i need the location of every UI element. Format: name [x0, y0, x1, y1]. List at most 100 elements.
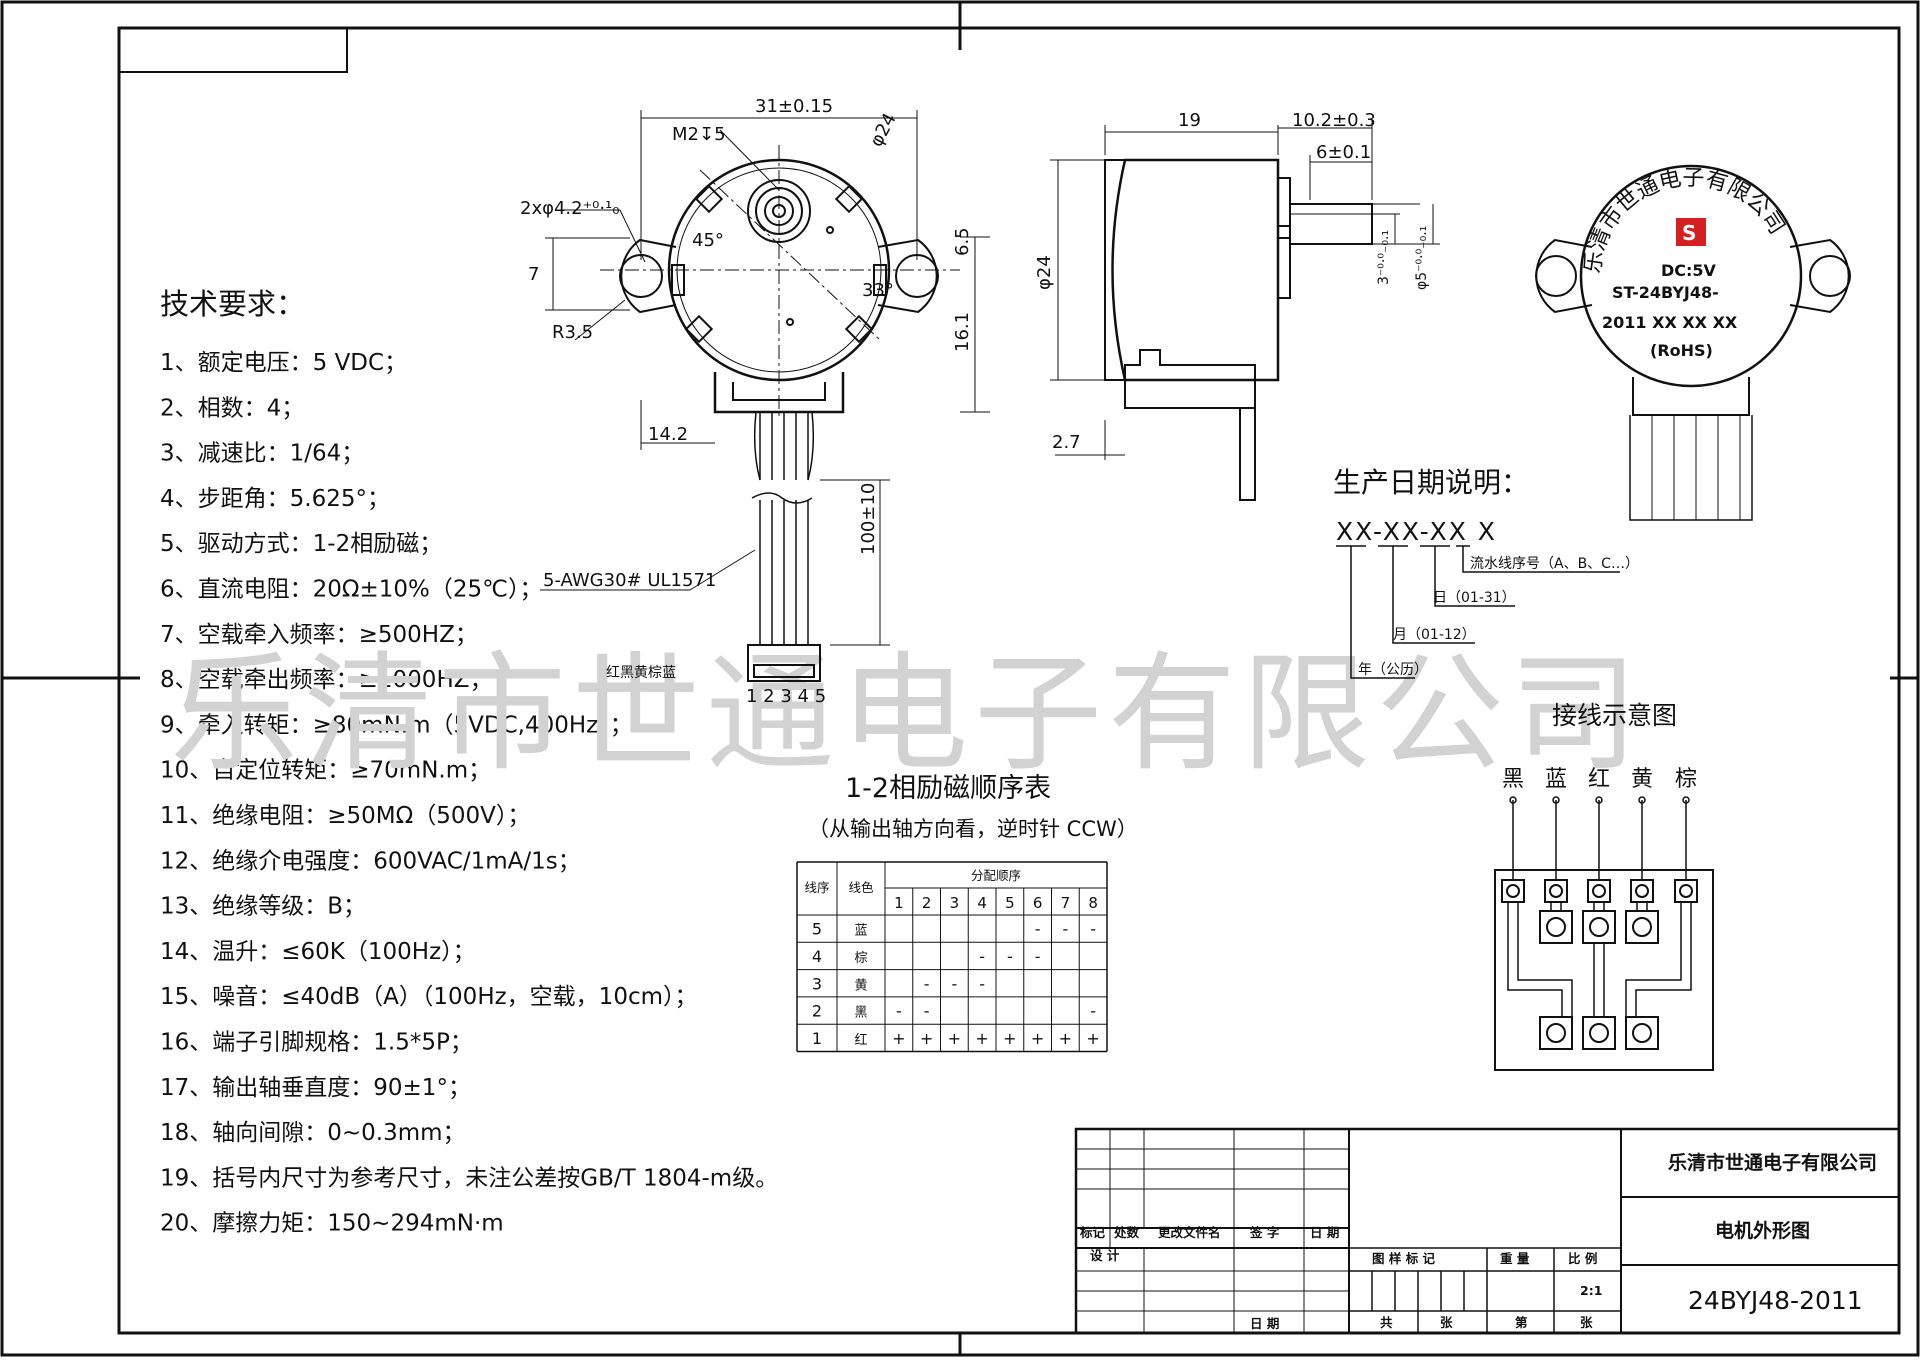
sequence-title: 1-2相励磁顺序表 [845, 773, 1051, 804]
requirement-item: 5、驱动方式：1-2相励磁； [160, 531, 442, 557]
wire-color-label: 红 [1588, 767, 1610, 792]
tb-no: 第 [1515, 1315, 1528, 1330]
table-cell: + [948, 1029, 961, 1048]
table-cell: + [975, 1029, 988, 1048]
company-logo-mark: S [1682, 221, 1696, 245]
requirement-item: 7、空载牵入频率：≥500HZ； [160, 622, 478, 648]
tb-sheet1: 张 [1440, 1315, 1453, 1330]
table-cell: - [924, 1002, 930, 1021]
company-logo [1676, 218, 1706, 246]
table-row-line: 1 [812, 1029, 822, 1048]
table-cell: - [979, 974, 985, 993]
tb-design: 设 计 [1090, 1248, 1120, 1263]
label-date: 2011 XX XX XX [1602, 313, 1738, 332]
label-view: 乐清市世通电子有限公司 S DC:5V ST-24BYJ48- 2011 XX … [1535, 164, 1851, 521]
table-step-number: 8 [1088, 894, 1098, 912]
date-code: XX-XX-XX X [1336, 517, 1497, 546]
motor-side-body [1111, 158, 1280, 382]
output-shaft-side [1289, 203, 1373, 245]
table-row-color: 蓝 [854, 924, 867, 939]
tb-doc: 更改文件名 [1158, 1225, 1221, 1240]
requirement-item: 3、减速比：1/64； [160, 441, 364, 467]
dim-6-5: 6.5 [952, 227, 973, 256]
table-cell: - [1035, 920, 1041, 939]
table-cell: - [979, 947, 985, 966]
dim-phi24-front: φ24 [866, 110, 901, 151]
table-header-dist: 分配顺序 [971, 868, 1021, 883]
requirement-item: 1、额定电压：5 VDC； [160, 350, 407, 376]
wire-color-label: 棕 [1675, 767, 1697, 792]
tb-sheet2: 张 [1580, 1315, 1593, 1330]
wiring-title: 接线示意图 [1552, 701, 1677, 730]
mount-hole-left [619, 254, 663, 298]
requirement-item: 8、空载牵出频率：≥1000HZ； [160, 667, 493, 693]
tb-total: 共 [1380, 1315, 1393, 1330]
requirement-item: 20、摩擦力矩：150~294mN·m [160, 1211, 504, 1237]
date-explanation: 生产日期说明： XX-XX-XX X 流水线序号（A、B、C…） 日（01-31… [1333, 466, 1639, 679]
requirement-item: 18、轴向间隙：0~0.3mm； [160, 1120, 466, 1146]
wire-color-label: 黄 [1631, 767, 1653, 792]
requirement-item: 11、绝缘电阻：≥50MΩ（500V）； [160, 803, 530, 829]
dim-7: 7 [528, 264, 539, 285]
tb-count: 处数 [1113, 1225, 1140, 1240]
tb-sign: 签 字 [1249, 1225, 1279, 1240]
pin-numbers: 1 2 3 4 5 [746, 686, 826, 707]
label-body-circle [1579, 164, 1803, 388]
table-cell: - [951, 974, 957, 993]
table-cell: - [1090, 1002, 1096, 1021]
dim-lead-100: 100±10 [858, 483, 879, 555]
date-year: 年（公历） [1358, 662, 1428, 678]
technical-requirements: 技术要求： 1、额定电压：5 VDC；2、相数：4；3、减速比：1/64；4、步… [160, 287, 778, 1237]
tb-drawing-name: 电机外形图 [1715, 1219, 1810, 1242]
mount-hole-right [895, 254, 939, 298]
wire-colors: 红黑黄棕蓝 [606, 664, 676, 681]
side-view: 19 10.2±0.3 6±0.1 φ24 3⁻⁰·⁰₋₀.₁ φ5⁻⁰·⁰₋₀… [1034, 110, 1440, 501]
tb-drawing-no: 24BYJ48-2011 [1688, 1286, 1863, 1315]
table-row-line: 3 [812, 974, 822, 993]
wire-color-label: 黑 [1502, 767, 1524, 792]
table-row-line: 5 [812, 920, 822, 939]
label-rohs: (RoHS) [1650, 341, 1713, 360]
table-cell: + [1031, 1029, 1044, 1048]
table-step-number: 4 [977, 894, 987, 912]
table-header-color: 线色 [848, 880, 874, 895]
cable-spec: 5-AWG30# UL1571 [543, 570, 716, 591]
requirement-item: 6、直流电阻：20Ω±10%（25℃）； [160, 577, 542, 603]
requirement-item: 9、牵入转矩：≥80mN.m（5VDC,400Hz）； [160, 712, 633, 738]
tb-scale-label: 比 例 [1568, 1251, 1597, 1266]
wire-color-label: 蓝 [1545, 767, 1567, 792]
table-cell: + [892, 1029, 905, 1048]
tb-company: 乐清市世通电子有限公司 [1668, 1151, 1877, 1174]
dim-angle-33: 33° [862, 280, 894, 301]
wiring-diagram: 接线示意图 黑蓝红黄棕 [1494, 701, 1714, 1071]
sequence-subtitle: （从输出轴方向看，逆时针 CCW） [808, 817, 1138, 841]
tb-date: 日 期 [1310, 1225, 1339, 1240]
table-row-line: 2 [812, 1002, 822, 1021]
dim-width-31: 31±0.15 [755, 96, 833, 117]
table-cell: + [1059, 1029, 1072, 1048]
label-voltage: DC:5V [1661, 261, 1717, 280]
label-model: ST-24BYJ48- [1612, 283, 1719, 302]
table-cell: - [1035, 947, 1041, 966]
dim-16-1: 16.1 [952, 312, 973, 352]
tb-mark: 标记 [1079, 1225, 1106, 1240]
requirement-item: 14、温升：≤60K（100Hz）； [160, 939, 476, 965]
table-cell: + [1086, 1029, 1099, 1048]
title-block: 标记 处数 更改文件名 签 字 日 期 设 计 日 期 图 样 标 记 重 量 … [1074, 1127, 1901, 1335]
table-step-number: 2 [922, 894, 932, 912]
dim-mount-holes: 2xφ4.2⁺⁰·¹₀ [520, 198, 619, 219]
dim-14-2: 14.2 [648, 424, 688, 445]
date-title: 生产日期说明： [1333, 466, 1529, 499]
requirement-item: 13、绝缘等级：B； [160, 894, 366, 920]
date-serial: 流水线序号（A、B、C…） [1470, 556, 1639, 572]
requirement-item: 10、自定位转矩：≥70mN.m； [160, 758, 491, 784]
dim-r35: R3.5 [552, 322, 593, 343]
dim-shaft-flat: 3⁻⁰·⁰₋₀.₁ [1376, 230, 1392, 285]
table-row-color: 红 [854, 1032, 867, 1048]
table-step-number: 7 [1061, 894, 1071, 912]
dim-thread-m2: M2↧5 [672, 124, 726, 145]
dim-2-7: 2.7 [1052, 432, 1081, 453]
table-row-line: 4 [812, 947, 822, 966]
